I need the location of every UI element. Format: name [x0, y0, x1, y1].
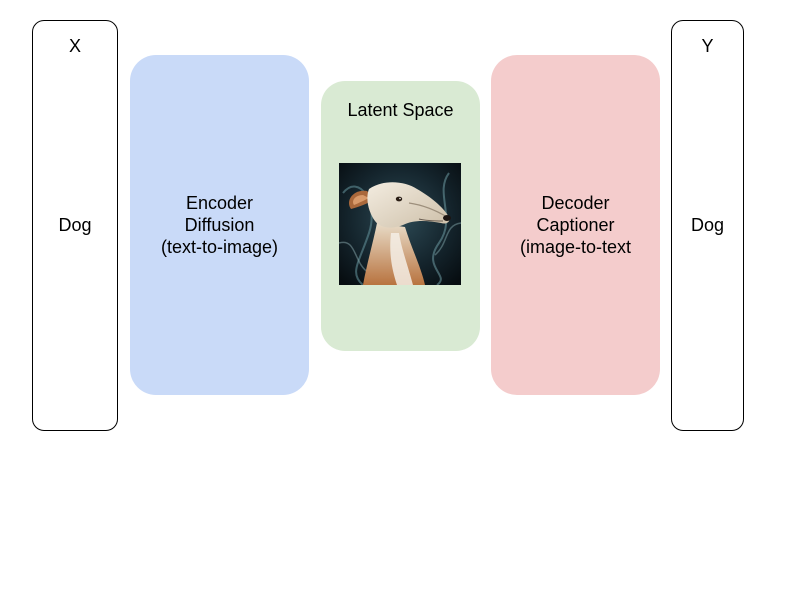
- input-x-box: X Dog: [32, 20, 118, 431]
- encoder-label: Encoder Diffusion (text-to-image): [161, 192, 278, 258]
- encoder-line-3: (text-to-image): [160, 237, 279, 257]
- decoder-line-3: (image-to-text: [519, 237, 632, 257]
- decoder-line-1: Decoder: [541, 193, 610, 213]
- input-x-value: Dog: [58, 215, 92, 235]
- decoder-label: Decoder Captioner (image-to-text: [520, 192, 631, 258]
- latent-space-block: Latent Space: [321, 81, 480, 351]
- output-y-title: Y: [701, 36, 714, 56]
- input-x-title: X: [68, 36, 81, 56]
- latent-space-title: Latent Space: [347, 100, 454, 120]
- encoder-line-2: Diffusion: [184, 215, 255, 235]
- encoder-line-1: Encoder: [185, 193, 254, 213]
- decoder-block: Decoder Captioner (image-to-text: [491, 55, 660, 395]
- encoder-block: Encoder Diffusion (text-to-image): [130, 55, 309, 395]
- output-y-box: Y Dog: [671, 20, 744, 431]
- dog-portrait-image: [339, 163, 461, 285]
- decoder-line-2: Captioner: [536, 215, 615, 235]
- output-y-value: Dog: [690, 215, 725, 235]
